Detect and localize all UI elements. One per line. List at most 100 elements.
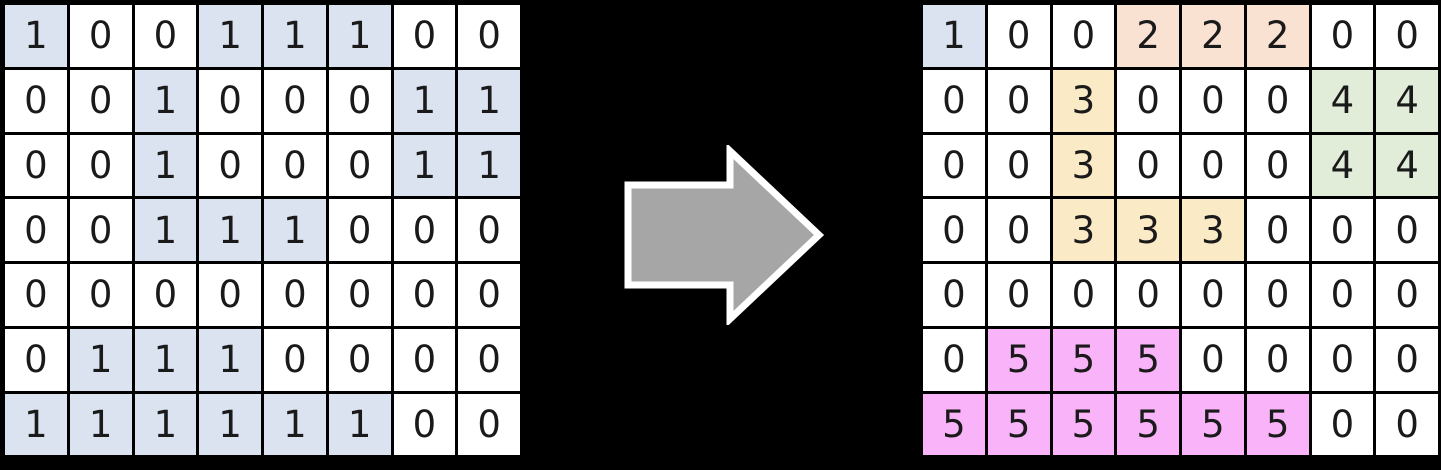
grid-cell: 1 <box>921 3 987 69</box>
grid-cell: 0 <box>1244 326 1311 393</box>
grid-cell: 0 <box>67 262 134 328</box>
grid-cell: 0 <box>1115 67 1181 134</box>
grid-cell: 3 <box>1050 132 1117 199</box>
grid-cell: 0 <box>391 262 458 328</box>
grid-cell: 0 <box>985 132 1052 199</box>
grid-cell: 0 <box>1309 391 1376 458</box>
grid-cell: 0 <box>326 326 393 393</box>
grid-cell: 0 <box>1180 67 1246 134</box>
grid-cell: 0 <box>1374 326 1440 393</box>
grid-cell: 0 <box>326 197 393 263</box>
right-arrow-icon <box>624 145 825 325</box>
grid-cell: 5 <box>1180 391 1246 458</box>
grid-cell: 5 <box>1050 326 1117 393</box>
grid-cell: 0 <box>1309 326 1376 393</box>
grid-cell: 0 <box>326 132 393 199</box>
grid-cell: 0 <box>1309 262 1376 328</box>
grid-cell: 5 <box>1050 391 1117 458</box>
grid-cell: 0 <box>262 67 328 134</box>
grid-cell: 0 <box>1374 262 1440 328</box>
grid-cell: 3 <box>1050 67 1117 134</box>
grid-cell: 0 <box>985 3 1052 69</box>
grid-cell: 2 <box>1115 3 1181 69</box>
grid-cell: 0 <box>985 197 1052 263</box>
grid-cell: 1 <box>132 326 199 393</box>
grid-cell: 4 <box>1309 132 1376 199</box>
grid-cell: 0 <box>456 262 522 328</box>
grid-cell: 1 <box>3 391 69 458</box>
grid-cell: 0 <box>391 197 458 263</box>
grid-cell: 1 <box>3 3 69 69</box>
grid-cell: 0 <box>67 132 134 199</box>
grid-cell: 5 <box>1244 391 1311 458</box>
grid-cell: 2 <box>1180 3 1246 69</box>
grid-cell: 0 <box>1050 3 1117 69</box>
grid-cell: 0 <box>1115 262 1181 328</box>
grid-cell: 5 <box>985 326 1052 393</box>
grid-cell: 0 <box>456 391 522 458</box>
grid-cell: 0 <box>3 262 69 328</box>
grid-cell: 3 <box>1115 197 1181 263</box>
grid-cell: 0 <box>1309 3 1376 69</box>
grid-cell: 0 <box>67 3 134 69</box>
grid-cell: 1 <box>262 197 328 263</box>
grid-cell: 0 <box>456 326 522 393</box>
grid-cell: 1 <box>326 391 393 458</box>
grid-cell: 4 <box>1309 67 1376 134</box>
grid-cell: 0 <box>326 262 393 328</box>
grid-cell: 0 <box>1050 262 1117 328</box>
grid-cell: 5 <box>921 391 987 458</box>
grid-cell: 1 <box>132 67 199 134</box>
grid-cell: 0 <box>3 67 69 134</box>
grid-cell: 4 <box>1374 132 1440 199</box>
grid-cell: 1 <box>391 132 458 199</box>
grid-cell: 0 <box>1309 197 1376 263</box>
grid-cell: 0 <box>67 67 134 134</box>
grid-cell: 0 <box>197 132 263 199</box>
grid-cell: 1 <box>391 67 458 134</box>
grid-cell: 4 <box>1374 67 1440 134</box>
grid-cell: 2 <box>1244 3 1311 69</box>
grid-cell: 0 <box>456 3 522 69</box>
grid-cell: 0 <box>1374 197 1440 263</box>
grid-cell: 0 <box>456 197 522 263</box>
grid-cell: 0 <box>132 3 199 69</box>
grid-cell: 0 <box>1180 326 1246 393</box>
grid-cell: 0 <box>3 197 69 263</box>
grid-cell: 0 <box>921 262 987 328</box>
grid-cell: 5 <box>1115 326 1181 393</box>
grid-cell: 0 <box>1244 197 1311 263</box>
grid-cell: 1 <box>326 3 393 69</box>
grid-cell: 1 <box>197 391 263 458</box>
grid-cell: 0 <box>197 262 263 328</box>
grid-cell: 0 <box>985 262 1052 328</box>
grid-cell: 0 <box>67 197 134 263</box>
grid-cell: 0 <box>921 67 987 134</box>
grid-cell: 0 <box>1180 132 1246 199</box>
grid-cell: 1 <box>262 391 328 458</box>
grid-cell: 1 <box>197 3 263 69</box>
grid-cell: 1 <box>197 326 263 393</box>
grid-cell: 0 <box>1244 67 1311 134</box>
grid-cell: 0 <box>1374 3 1440 69</box>
grid-cell: 0 <box>132 262 199 328</box>
grid-cell: 5 <box>1115 391 1181 458</box>
grid-cell: 0 <box>391 326 458 393</box>
grid-cell: 1 <box>197 197 263 263</box>
grid-cell: 0 <box>391 3 458 69</box>
grid-cell: 1 <box>132 391 199 458</box>
grid-cell: 0 <box>262 326 328 393</box>
grid-cell: 0 <box>391 391 458 458</box>
grid-cell: 3 <box>1180 197 1246 263</box>
grid-cell: 0 <box>3 132 69 199</box>
grid-cell: 0 <box>262 132 328 199</box>
grid-cell: 1 <box>67 391 134 458</box>
grid-cell: 1 <box>132 132 199 199</box>
grid-cell: 0 <box>262 262 328 328</box>
grid-cell: 0 <box>3 326 69 393</box>
transform-arrow <box>620 145 825 325</box>
grid-cell: 5 <box>985 391 1052 458</box>
grid-cell: 1 <box>262 3 328 69</box>
